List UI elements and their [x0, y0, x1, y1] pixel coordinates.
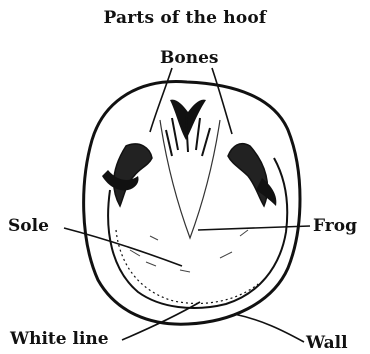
frog-body	[160, 120, 220, 238]
label-white-line: White line	[10, 329, 109, 349]
diagram-title: Parts of the hoof	[0, 8, 370, 28]
right-heel-bar	[228, 144, 268, 206]
left-heel-bar	[114, 144, 152, 206]
label-wall: Wall	[306, 333, 348, 353]
leader-bones-right	[212, 68, 232, 134]
label-frog: Frog	[313, 216, 357, 236]
leader-white-line	[122, 302, 200, 340]
label-bones: Bones	[160, 48, 218, 68]
leader-bones-left	[150, 68, 172, 132]
label-sole: Sole	[8, 216, 49, 236]
leader-wall	[234, 314, 304, 342]
leader-frog	[198, 226, 310, 230]
leader-sole	[64, 228, 182, 266]
